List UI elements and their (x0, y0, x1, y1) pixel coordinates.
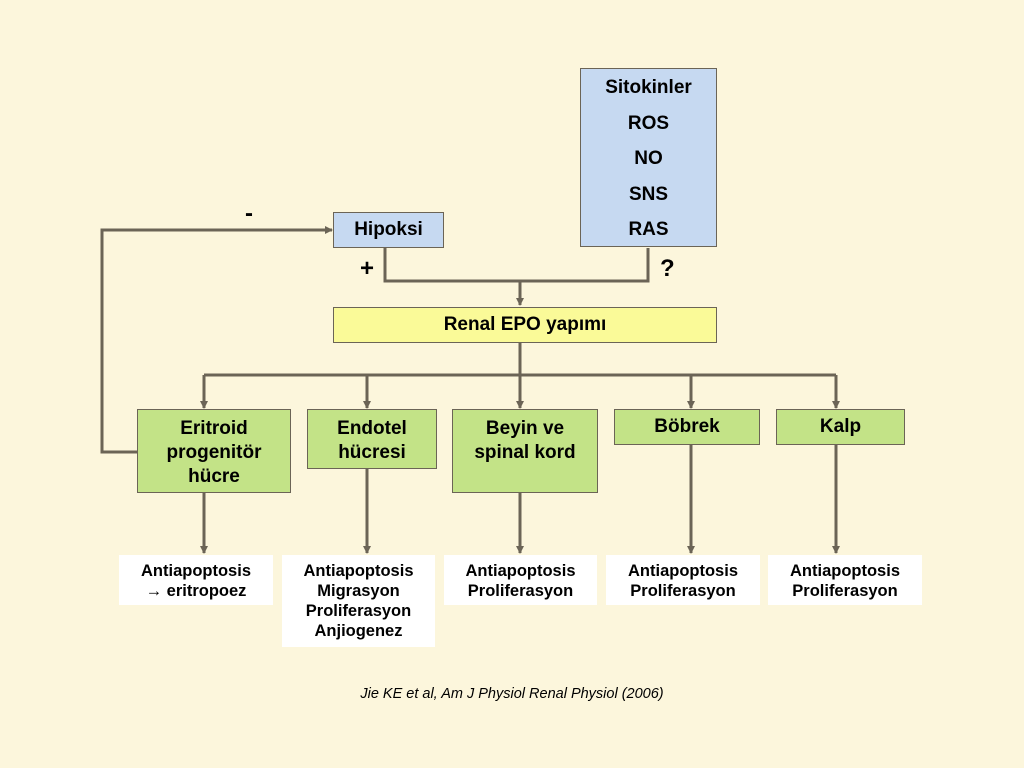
factor-label: ROS (627, 112, 670, 134)
target-beyin: Beyin ve spinal kord (452, 409, 598, 493)
effect-label: Antiapoptosis (303, 562, 414, 580)
effect-label: Proliferasyon (630, 582, 736, 600)
factor-label: NO (634, 148, 663, 169)
effect-eritroid: Antiapoptosis → eritropoez (119, 555, 273, 605)
effect-label: Proliferasyon (792, 582, 898, 600)
effect-label: Antiapoptosis (465, 562, 576, 580)
minus-sign: - (245, 200, 253, 227)
target-label: progenitör (166, 442, 262, 463)
citation: Jie KE et al, Am J Physiol Renal Physiol… (360, 686, 664, 702)
renal-epo-label: Renal EPO yapımı (443, 314, 607, 335)
effect-label: → eritropoez (145, 582, 247, 600)
hipoksi-label: Hipoksi (354, 219, 423, 240)
target-label: spinal kord (474, 442, 576, 463)
factor-label: RAS (628, 219, 669, 240)
target-label: Eritroid (180, 418, 248, 439)
effect-label: Anjiogenez (314, 622, 403, 640)
target-label: Kalp (819, 416, 862, 437)
factor-label: Sitokinler (605, 77, 692, 98)
target-eritroid: Eritroid progenitör hücre (137, 409, 291, 493)
question-sign: ? (660, 255, 675, 282)
effect-label: Proliferasyon (305, 602, 412, 620)
effect-bobrek: Antiapoptosis Proliferasyon (606, 555, 760, 605)
renal-epo-box: Renal EPO yapımı (333, 307, 717, 343)
target-bobrek: Böbrek (614, 409, 760, 445)
effect-label: Antiapoptosis (141, 562, 251, 580)
effect-label: Migrasyon (317, 582, 400, 600)
hipoksi-connector (383, 248, 650, 283)
target-label: hücre (188, 466, 240, 487)
effect-endotel: Antiapoptosis Migrasyon Proliferasyon An… (282, 555, 435, 647)
plus-sign: + (360, 255, 375, 282)
factor-label: SNS (628, 183, 669, 205)
effect-label: Proliferasyon (467, 582, 574, 600)
target-label: Endotel (337, 418, 407, 439)
target-label: Beyin ve (485, 418, 565, 439)
target-endotel: Endotel hücresi (307, 409, 437, 469)
target-label: Böbrek (654, 416, 720, 437)
effect-kalp: Antiapoptosis Proliferasyon (768, 555, 922, 605)
effect-label: Antiapoptosis (628, 562, 738, 580)
feedback-arrow (100, 226, 333, 454)
target-label: hücresi (338, 442, 406, 463)
factors-box: Sitokinler ROS NO SNS RAS (580, 68, 717, 247)
hipoksi-box: Hipoksi (333, 212, 444, 248)
target-kalp: Kalp (776, 409, 905, 445)
effect-beyin: Antiapoptosis Proliferasyon (444, 555, 597, 605)
effect-label: Antiapoptosis (790, 562, 900, 580)
